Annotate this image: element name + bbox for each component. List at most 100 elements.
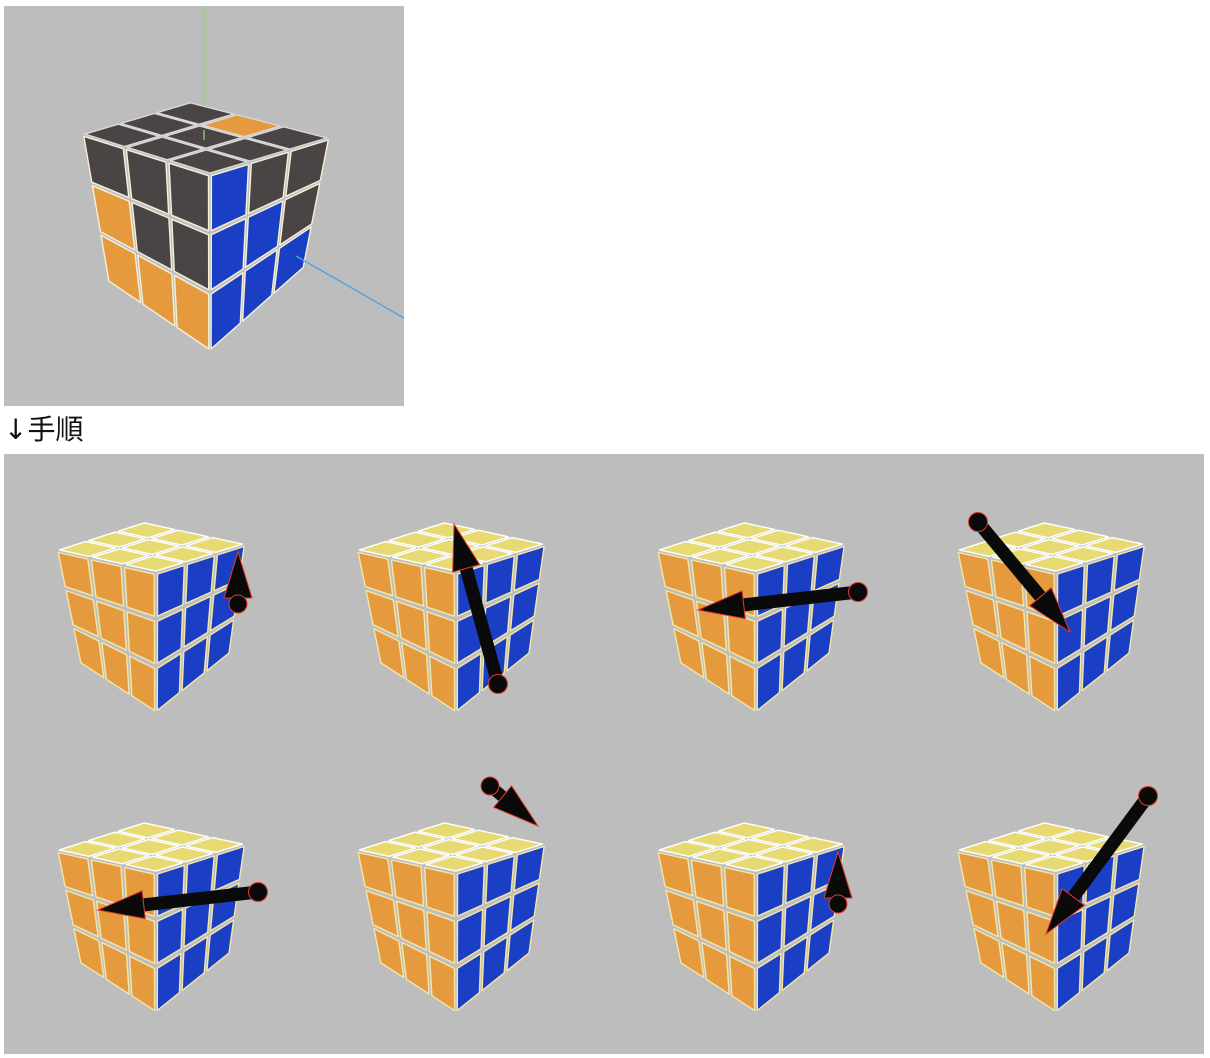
cube-facelet xyxy=(756,952,782,1012)
cube-facelet xyxy=(156,608,184,664)
cube-facelet xyxy=(117,822,176,839)
cube-facelet xyxy=(208,137,288,162)
cube-facelet xyxy=(151,529,210,546)
cube-facelet xyxy=(484,536,544,554)
cube-left-face xyxy=(957,551,1056,712)
cube-facelet xyxy=(246,126,328,150)
cube-facelet xyxy=(164,125,243,149)
cube-facelet xyxy=(995,900,1028,951)
cube-facelet xyxy=(84,123,160,148)
steps-heading-label: 手順 xyxy=(27,413,84,446)
cube-facelet xyxy=(726,611,756,665)
cube-facelet xyxy=(373,628,405,679)
steps-panel xyxy=(4,454,1204,1054)
cube-facelet xyxy=(90,859,125,907)
cube-top-face xyxy=(658,822,844,872)
cube-facelet xyxy=(973,928,1005,979)
cube-facelet xyxy=(401,941,430,995)
cube-facelet xyxy=(390,559,425,607)
cube-facelet xyxy=(357,851,394,897)
cube-right-face xyxy=(210,139,329,350)
cube-left-face xyxy=(357,851,456,1012)
cube-facelet xyxy=(65,589,99,638)
cube-facelet xyxy=(657,551,694,597)
cube-facelet xyxy=(121,538,180,556)
cube-facelet xyxy=(687,531,746,548)
cube-facelet xyxy=(781,936,809,992)
cube-facelet xyxy=(751,829,810,846)
cube-facelet xyxy=(755,546,814,563)
cube-3d-viewer-canvas[interactable] xyxy=(4,6,404,406)
cube-facelet xyxy=(484,836,544,854)
cube-facelet xyxy=(125,855,184,872)
cube-facelet xyxy=(513,845,545,892)
cube-facelet xyxy=(73,628,105,679)
step-cube-icon xyxy=(57,522,253,712)
cube-facelet xyxy=(184,836,244,854)
cube-facelet xyxy=(373,928,405,979)
step-cube-icon xyxy=(957,786,1158,1012)
cube-facelet xyxy=(58,840,117,858)
cube-facelet xyxy=(83,135,130,199)
cube-facelet xyxy=(395,900,428,951)
cube-facelet xyxy=(1051,829,1110,846)
cube-facelet xyxy=(1113,545,1145,592)
cube-facelet xyxy=(87,531,146,548)
cube-facelet xyxy=(725,555,784,572)
cube-facelet xyxy=(155,846,214,863)
cube-facelet xyxy=(128,955,156,1012)
cube-facelet xyxy=(756,864,786,917)
cube-facelet xyxy=(365,589,399,638)
cube-facelet xyxy=(1001,941,1030,995)
cube-facelet xyxy=(121,838,180,856)
cube-facelet xyxy=(151,829,210,846)
cube-facelet xyxy=(451,529,510,546)
cube-facelet xyxy=(428,955,456,1012)
cube-facelet xyxy=(987,831,1046,848)
cube-facelet xyxy=(783,895,812,948)
cube-facelet xyxy=(401,641,430,695)
cube-facelet xyxy=(721,538,780,556)
cube-facelet xyxy=(184,536,244,554)
cube-facelet xyxy=(128,655,156,712)
cube-facelet xyxy=(717,822,776,839)
cube-facelet xyxy=(1023,866,1056,917)
cube-facelet xyxy=(455,846,514,863)
cube-facelet xyxy=(365,889,399,938)
cube-facelet xyxy=(1084,536,1144,554)
cube-facelet xyxy=(244,200,284,268)
rotation-arrow-icon xyxy=(223,550,253,614)
cube-facelet xyxy=(126,911,156,965)
cube-facelet xyxy=(426,911,456,965)
cube-facelet xyxy=(357,551,394,597)
cube-facelet xyxy=(665,889,699,938)
cube-facelet xyxy=(509,882,540,932)
cube-facelet xyxy=(485,855,515,905)
cube-facelet xyxy=(1028,955,1056,1012)
cube-right-face xyxy=(1056,545,1145,712)
cube-facelet xyxy=(65,889,99,938)
cube-facelet xyxy=(658,540,717,558)
cube-facelet xyxy=(687,831,746,848)
cube-top-face xyxy=(658,522,844,572)
cube-facelet xyxy=(481,936,509,992)
rotation-arrow-icon xyxy=(968,512,1072,634)
cube-facelet xyxy=(1021,538,1080,556)
cube-facelet xyxy=(1056,652,1082,712)
cube-facelet xyxy=(95,600,128,651)
cube-facelet xyxy=(91,184,136,251)
cube-facelet xyxy=(1056,952,1082,1012)
cube-facelet xyxy=(125,148,170,215)
cube-facelet xyxy=(1113,845,1145,892)
cube-facelet xyxy=(181,936,209,992)
cube-facelet xyxy=(995,600,1028,651)
cube-facelet xyxy=(785,855,815,905)
cube-facelet xyxy=(1021,838,1080,856)
rotation-arrow-icon xyxy=(452,522,508,694)
cube-facelet xyxy=(1109,582,1140,632)
cube-3d-viewer[interactable] xyxy=(4,6,404,406)
step-cube-icon xyxy=(357,522,545,712)
cube-top-face xyxy=(58,822,244,872)
cube-facelet xyxy=(957,851,994,897)
cube-facelet xyxy=(285,139,329,198)
